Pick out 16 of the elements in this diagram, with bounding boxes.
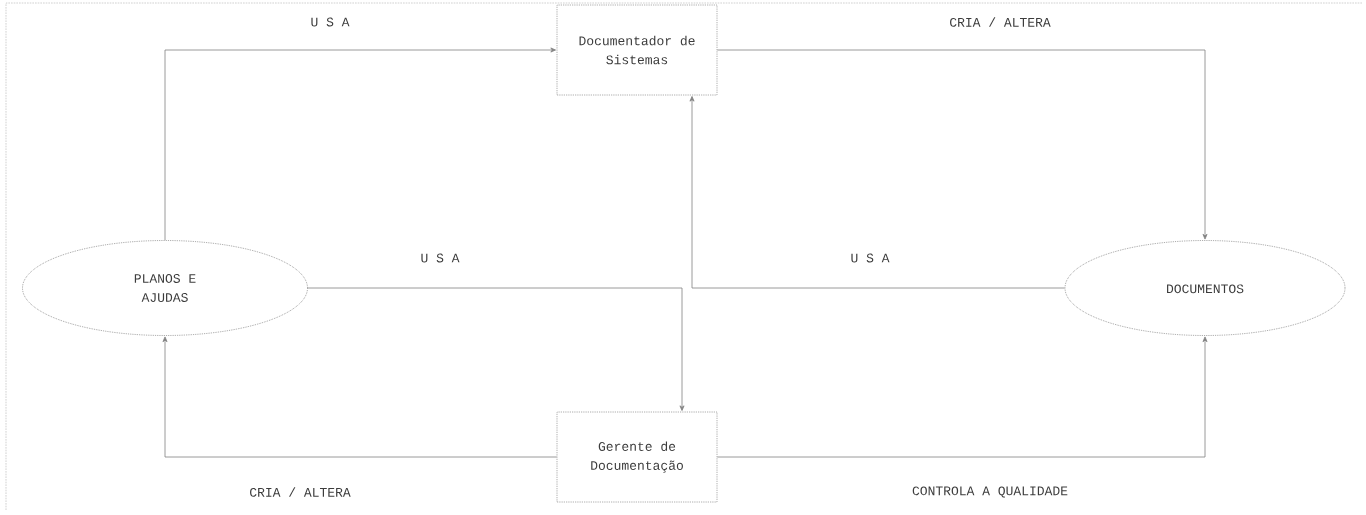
edge-label: U S A [848,251,892,265]
process-box: Gerente de Documentação [556,411,718,503]
arrow [717,49,1208,240]
ellipse-node: PLANOS E AJUDAS [22,240,308,336]
arrow [164,47,556,241]
edge-label: CRIA / ALTERA [247,485,353,499]
ellipse-node: DOCUMENTOS [1064,240,1346,336]
process-box: Documentador de Sistemas [556,4,718,96]
edge-label: CRIA / ALTERA [947,15,1053,29]
arrow [162,336,557,458]
arrow [717,336,1208,458]
edge-label: CONTROLA A QUALIDADE [910,484,1070,500]
arrow [307,287,685,411]
arrow [689,96,1065,289]
edge-label: U S A [308,15,352,29]
edge-label: U S A [418,251,462,265]
